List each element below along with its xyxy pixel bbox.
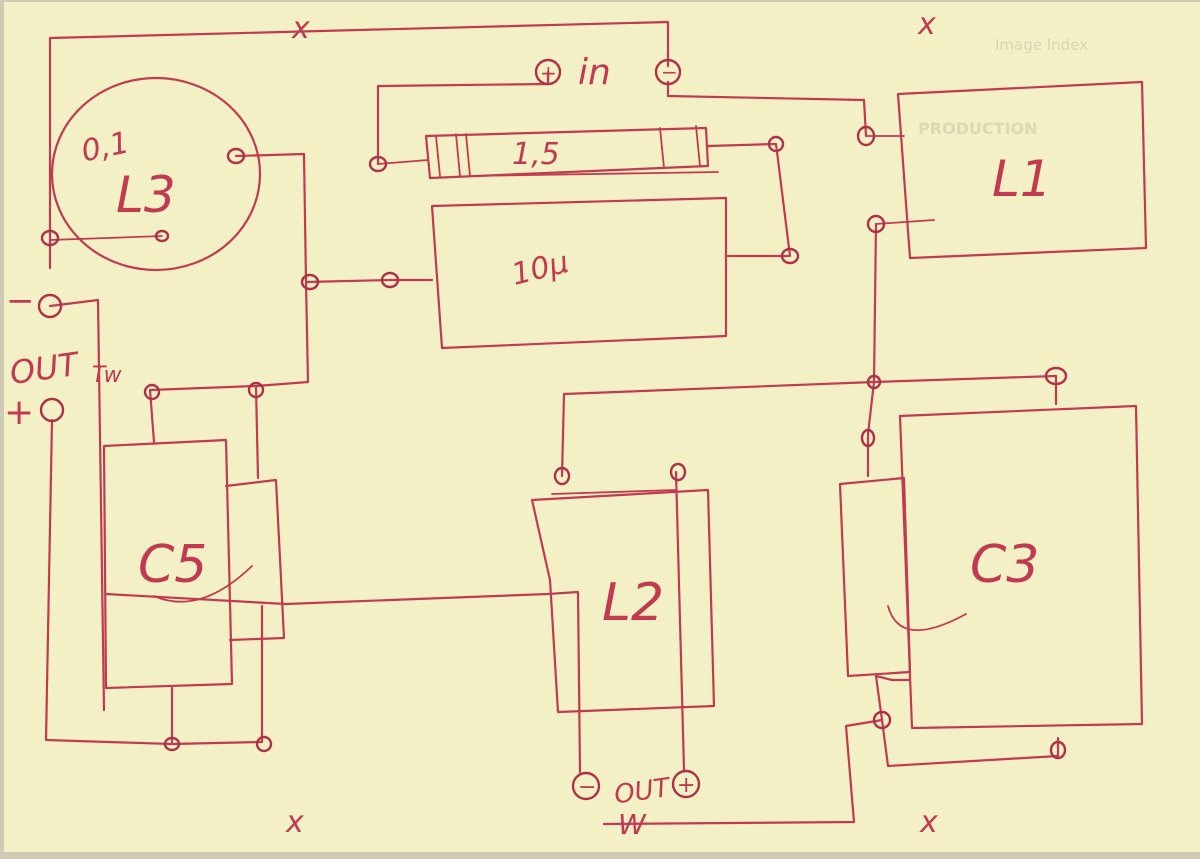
l1-label: L1: [992, 150, 1052, 208]
corner-mark-bottom-left: x: [285, 805, 304, 840]
l1-inductor: L1: [865, 80, 1148, 260]
corner-marks: x x x x: [285, 7, 938, 840]
pad: [255, 735, 273, 753]
wire-to-l2: [560, 380, 876, 478]
pad: [300, 273, 320, 291]
wire-bottom-return: [602, 718, 884, 826]
l1-leads: [865, 135, 935, 225]
wire-c5-top: [148, 384, 258, 444]
pad: [247, 381, 265, 399]
pad: [1049, 740, 1067, 760]
l2-label: L2: [602, 573, 664, 633]
c3-arc: [887, 605, 967, 632]
input-terminals: + in −: [534, 52, 682, 93]
out-bottom-plus-terminal: [671, 769, 701, 799]
pad: [143, 383, 161, 401]
wire-out-left-minus: [48, 298, 106, 712]
resistor-bands: [435, 125, 701, 177]
c5-side: [224, 478, 286, 642]
wire-resistor-cap: [706, 142, 792, 258]
wire-c5-l2: [104, 590, 582, 774]
out-left-minus-sign: −: [6, 281, 35, 321]
in-plus-sign: +: [540, 61, 557, 85]
l3-lead: [49, 235, 163, 241]
c5-arc: [153, 565, 253, 603]
pad: [866, 374, 882, 390]
pad: [163, 736, 181, 752]
wire-l2-out-plus: [674, 470, 686, 772]
wire-c3-bottom: [874, 674, 912, 722]
pad: [1044, 366, 1068, 386]
l3-outline: [50, 76, 262, 272]
resistor-1-5: 1,5: [377, 125, 719, 180]
pad: [860, 428, 876, 448]
wire-top: [48, 20, 670, 240]
wire-c5-top-right: [254, 384, 260, 480]
in-label: in: [578, 52, 611, 93]
in-minus-sign: −: [661, 60, 678, 84]
pad: [872, 710, 892, 730]
out-left-plus-terminal: [39, 397, 65, 423]
corner-mark-bottom-right: x: [919, 805, 938, 840]
l2-top-lead: [551, 489, 677, 495]
resistor-value: 1,5: [512, 137, 560, 172]
pad: [368, 155, 388, 173]
c5-label: C5: [138, 535, 207, 595]
pad: [380, 271, 400, 289]
wire-c3-left: [866, 380, 876, 478]
l2-body: [530, 488, 716, 714]
output-left-terminals: − OUT Tw +: [4, 281, 123, 433]
in-minus-terminal: [654, 58, 682, 86]
out-left-minus-terminal: [37, 293, 63, 319]
out-bottom-sub: W: [618, 808, 647, 841]
l3-label: L3: [116, 166, 176, 224]
pad: [856, 125, 876, 147]
wire-in-plus-resistor: [376, 70, 550, 166]
out-bottom-plus-sign: +: [677, 773, 695, 798]
pad: [553, 466, 571, 486]
out-left-sub: Tw: [92, 363, 123, 388]
wire-c3-bottom-right: [880, 718, 1060, 768]
wire-to-cap: [304, 278, 434, 284]
l1-body: [896, 80, 1148, 260]
bleed-through-text-2: PRODUCTION: [918, 119, 1038, 138]
c3-side: [838, 476, 912, 678]
bleed-through-text-1: Image Index: [995, 36, 1088, 54]
in-plus-terminal: [534, 58, 562, 86]
pad: [780, 247, 800, 265]
pad: [40, 229, 60, 247]
pad: [154, 229, 170, 243]
out-bottom-minus-sign: −: [578, 775, 596, 800]
c3-label: C3: [970, 535, 1039, 595]
pad: [767, 135, 785, 153]
pad: [669, 462, 687, 482]
wire-to-c5-top: [254, 280, 310, 388]
capacitor-body: [430, 196, 728, 350]
wires: [44, 20, 1060, 826]
pad: [866, 214, 886, 234]
l3-inductor: 0,1 L3: [49, 76, 262, 272]
corner-mark-top-right: x: [917, 7, 936, 42]
corner-mark-top-left: x: [291, 11, 310, 46]
c3-capacitor: C3: [838, 404, 1144, 730]
l2-inductor: L2: [530, 488, 716, 714]
c5-capacitor: C5: [102, 438, 286, 690]
resistor-body: [424, 126, 710, 180]
out-bottom-minus-terminal: [571, 771, 601, 801]
solder-pads: [40, 125, 1068, 760]
out-left-plus-sign: +: [4, 392, 34, 433]
wire-in-minus-l1: [666, 80, 868, 138]
c5-body: [102, 438, 234, 690]
pad: [226, 147, 246, 165]
